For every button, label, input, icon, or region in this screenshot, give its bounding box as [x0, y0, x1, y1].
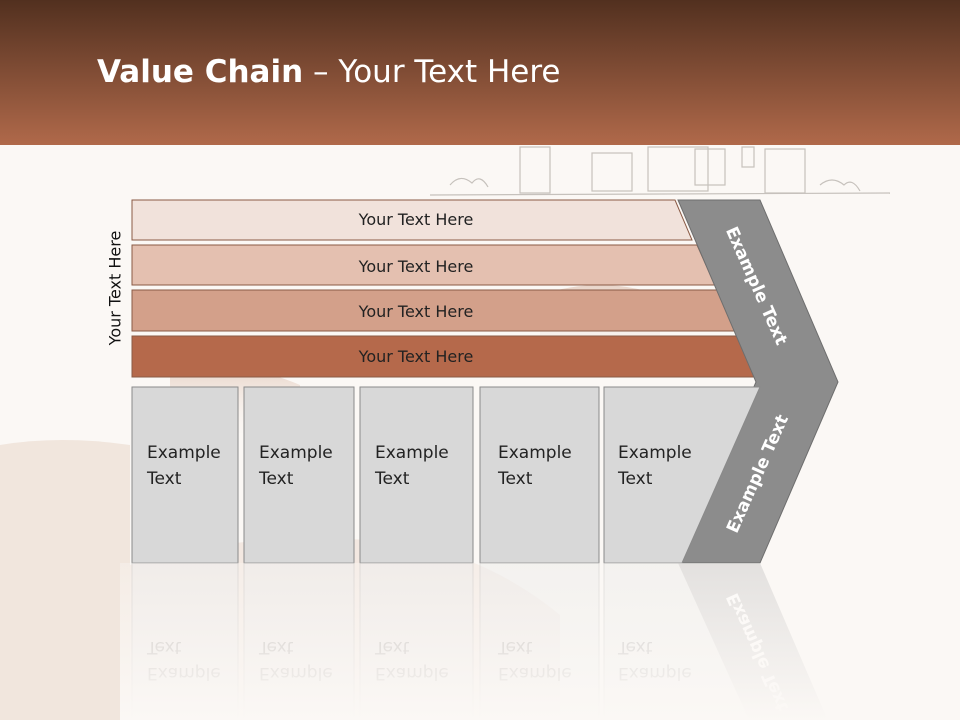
box-1[interactable] — [131, 386, 239, 564]
box-4-line1: Example — [498, 443, 572, 463]
box-1-line1: Example — [147, 443, 221, 463]
title-bold: Value Chain — [97, 54, 304, 90]
box-1-line2: Text — [146, 469, 182, 489]
reflection-fade — [120, 563, 860, 720]
box-3-line1: Example — [375, 443, 449, 463]
slide-title: Value Chain – Your Text Here — [97, 54, 560, 90]
box-2-line1: Example — [259, 443, 333, 463]
bar-1-label: Your Text Here — [358, 210, 474, 229]
box-4[interactable] — [479, 386, 600, 564]
bar-4-label: Your Text Here — [358, 347, 474, 366]
box-3-line2: Text — [374, 469, 410, 489]
box-5-line1: Example — [618, 443, 692, 463]
bar-3-label: Your Text Here — [358, 302, 474, 321]
bar-1[interactable] — [131, 199, 693, 241]
title-rest: – Your Text Here — [303, 54, 561, 90]
box-5-line2: Text — [617, 469, 653, 489]
box-4-line2: Text — [497, 469, 533, 489]
header-band: Value Chain – Your Text Here — [0, 0, 960, 145]
bar-2-label: Your Text Here — [358, 257, 474, 276]
box-3[interactable] — [359, 386, 474, 564]
box-2[interactable] — [243, 386, 355, 564]
box-2-line2: Text — [258, 469, 294, 489]
